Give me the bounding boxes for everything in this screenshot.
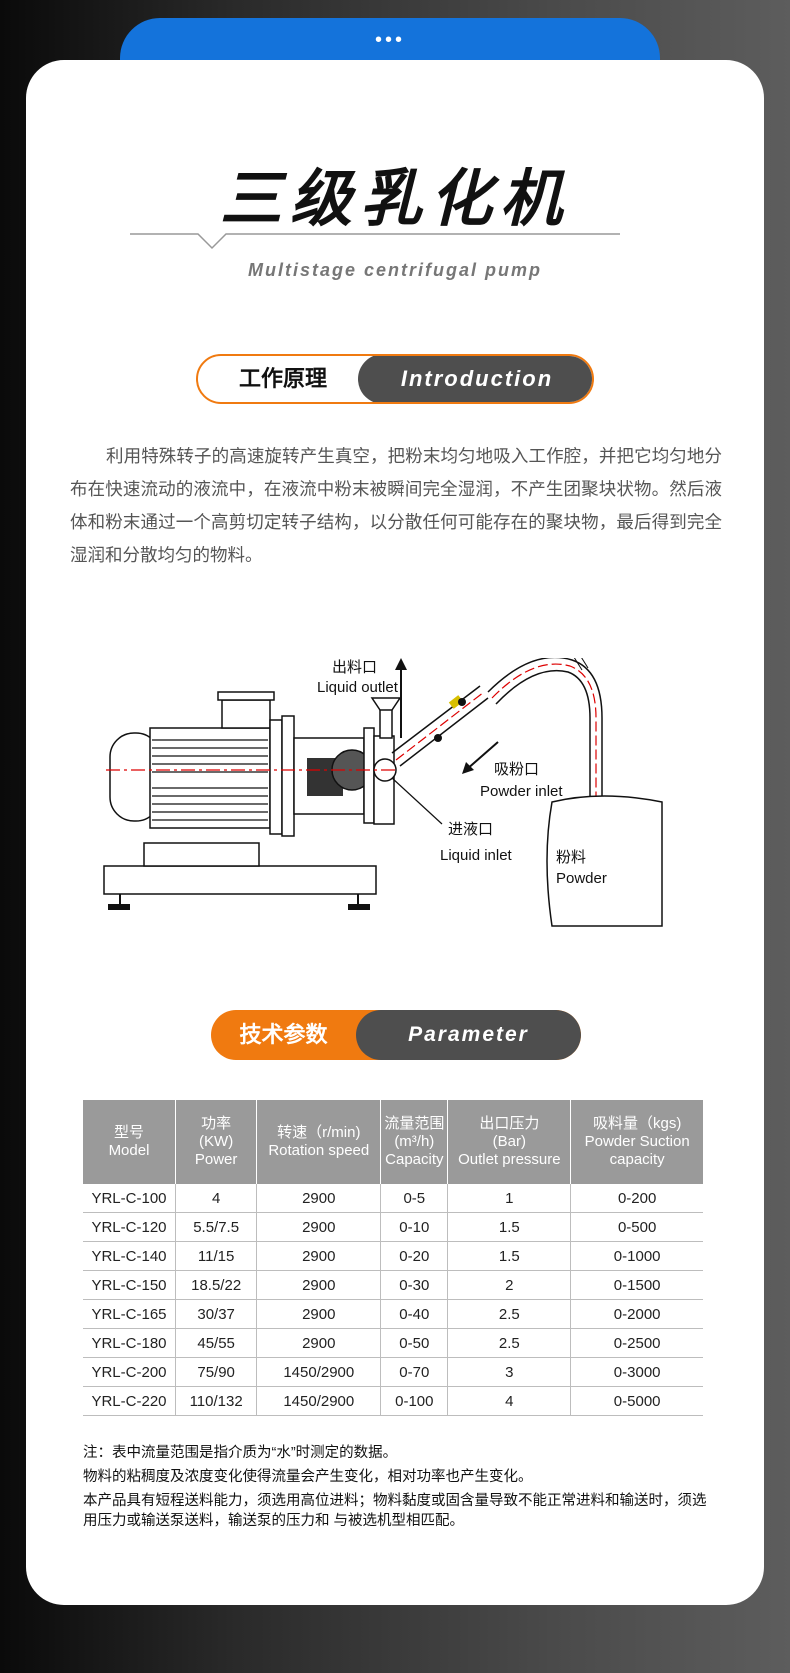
param-section-header: 技术参数 Parameter bbox=[211, 1010, 581, 1060]
title-divider bbox=[130, 233, 620, 250]
table-cell: 0-30 bbox=[380, 1270, 449, 1300]
table-cell: 11/15 bbox=[175, 1241, 258, 1271]
table-cell: 4 bbox=[447, 1386, 572, 1416]
header-capacity: 流量范围(m³/h)Capacity bbox=[380, 1100, 449, 1184]
table-cell: 0-10 bbox=[380, 1212, 449, 1242]
intro-label-cn: 工作原理 bbox=[238, 366, 327, 391]
param-label-en: Parameter bbox=[356, 1010, 581, 1060]
table-cell: 75/90 bbox=[175, 1357, 258, 1387]
table-cell: YRL-C-150 bbox=[83, 1270, 176, 1300]
table-cell: YRL-C-200 bbox=[83, 1357, 176, 1387]
notes: 注：表中流量范围是指介质为“水”时测定的数据。 物料的粘稠度及浓度变化使得流量会… bbox=[83, 1443, 708, 1535]
table-cell: YRL-C-180 bbox=[83, 1328, 176, 1358]
table-cell: 1450/2900 bbox=[256, 1357, 382, 1387]
table-cell: 0-5 bbox=[380, 1184, 449, 1213]
table-cell: 0-50 bbox=[380, 1328, 449, 1358]
powder-inlet-label-cn: 吸粉口 bbox=[494, 761, 539, 778]
table-cell: 110/132 bbox=[175, 1386, 258, 1416]
table-cell: 1450/2900 bbox=[256, 1386, 382, 1416]
page-title: 三级乳化机 bbox=[219, 165, 570, 234]
liquid-inlet-label-cn: 进液口 bbox=[448, 821, 493, 838]
powder-inlet-label-en: Powder inlet bbox=[480, 783, 563, 800]
table-cell: 2900 bbox=[256, 1212, 382, 1242]
table-cell: 0-40 bbox=[380, 1299, 449, 1329]
powder-label-cn: 粉料 bbox=[556, 849, 586, 866]
table-cell: 2900 bbox=[256, 1328, 382, 1358]
table-cell: 0-500 bbox=[570, 1212, 703, 1242]
table-cell: YRL-C-120 bbox=[83, 1212, 176, 1242]
table-cell: 45/55 bbox=[175, 1328, 258, 1358]
liquid-inlet-label-en: Liquid inlet bbox=[440, 847, 513, 864]
table-cell: 2900 bbox=[256, 1184, 382, 1213]
table-cell: YRL-C-165 bbox=[83, 1299, 176, 1329]
table-cell: 3 bbox=[447, 1357, 572, 1387]
header-power: 功率(KW)Power bbox=[175, 1100, 258, 1184]
table-cell: 0-1500 bbox=[570, 1270, 703, 1300]
note-2: 物料的粘稠度及浓度变化使得流量会产生变化，相对功率也产生变化。 bbox=[83, 1469, 533, 1485]
table-cell: 2 bbox=[447, 1270, 572, 1300]
note-1: 注：表中流量范围是指介质为“水”时测定的数据。 bbox=[83, 1445, 398, 1461]
emulsifier-diagram: 出料口 Liquid outlet 吸粉口 Powder inlet 进液口 L… bbox=[103, 658, 663, 927]
table-cell: 1.5 bbox=[447, 1212, 572, 1242]
table-cell: 0-5000 bbox=[570, 1386, 703, 1416]
table-cell: 2900 bbox=[256, 1241, 382, 1271]
page-subtitle: Multistage centrifugal pump bbox=[247, 260, 542, 280]
header-rotation-speed: 转速（r/min)Rotation speed bbox=[256, 1100, 382, 1184]
content-card: 三级乳化机 Multistage centrifugal pump 工作原理 I… bbox=[26, 60, 764, 1605]
table-cell: 30/37 bbox=[175, 1299, 258, 1329]
table-cell: 18.5/22 bbox=[175, 1270, 258, 1300]
more-dots-icon: ••• bbox=[374, 29, 405, 51]
table-cell: 0-3000 bbox=[570, 1357, 703, 1387]
intro-paragraph: 利用特殊转子的高速旋转产生真空，把粉末均匀地吸入工作腔，并把它均匀地分布在快速流… bbox=[70, 446, 722, 565]
table-cell: 2.5 bbox=[447, 1299, 572, 1329]
table-cell: 0-2000 bbox=[570, 1299, 703, 1329]
table-cell: 0-1000 bbox=[570, 1241, 703, 1271]
outlet-label-cn: 出料口 bbox=[332, 659, 377, 676]
table-cell: 4 bbox=[175, 1184, 258, 1213]
table-cell: 0-100 bbox=[380, 1386, 449, 1416]
table-cell: 5.5/7.5 bbox=[175, 1212, 258, 1242]
powder-label-en: Powder bbox=[556, 870, 607, 887]
outlet-label-en: Liquid outlet bbox=[317, 679, 399, 696]
table-cell: 0-70 bbox=[380, 1357, 449, 1387]
table-cell: YRL-C-140 bbox=[83, 1241, 176, 1271]
table-cell: 1.5 bbox=[447, 1241, 572, 1271]
header-outlet-pressure: 出口压力(Bar)Outlet pressure bbox=[447, 1100, 572, 1184]
table-cell: 1 bbox=[447, 1184, 572, 1213]
table-cell: 2900 bbox=[256, 1270, 382, 1300]
note-3: 本产品具有短程送料能力，须选用高位进料；物料黏度或固含量导致不能正常进料和输送时… bbox=[83, 1493, 707, 1529]
table-cell: YRL-C-220 bbox=[83, 1386, 176, 1416]
table-cell: 0-200 bbox=[570, 1184, 703, 1213]
intro-label-en: Introduction bbox=[358, 356, 592, 402]
table-cell: YRL-C-100 bbox=[83, 1184, 176, 1213]
table-cell: 2900 bbox=[256, 1299, 382, 1329]
table-cell: 0-2500 bbox=[570, 1328, 703, 1358]
table-cell: 2.5 bbox=[447, 1328, 572, 1358]
table-cell: 0-20 bbox=[380, 1241, 449, 1271]
param-label-cn: 技术参数 bbox=[239, 1022, 328, 1047]
intro-section-header: 工作原理 Introduction bbox=[196, 354, 594, 404]
